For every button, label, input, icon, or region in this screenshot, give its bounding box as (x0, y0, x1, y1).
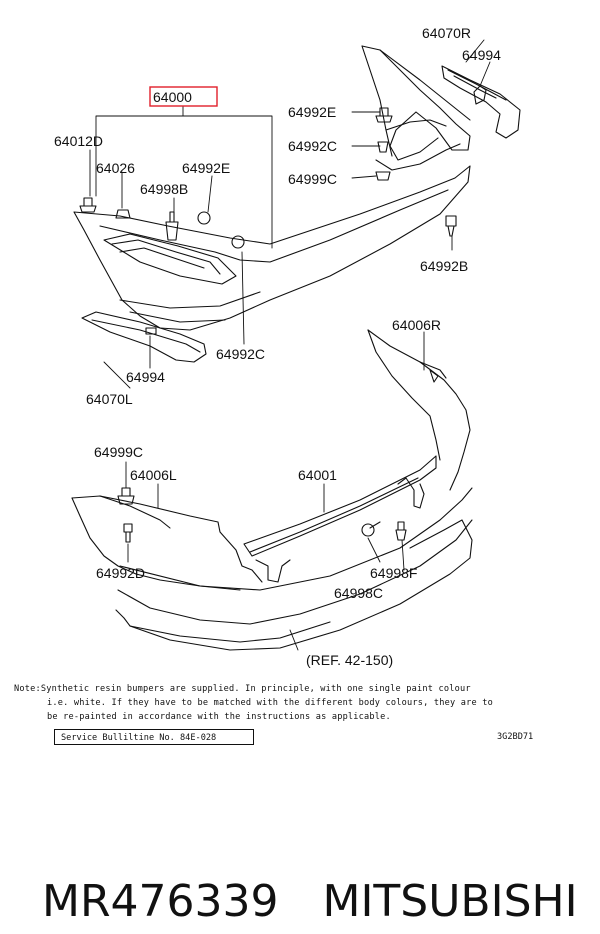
note-line-3: be re-painted in accordance with the ins… (47, 712, 391, 722)
part-number: MR476339 (41, 876, 279, 927)
bumper-assembly-lower (71, 329, 473, 651)
label-64994-left: 64994 (126, 369, 165, 385)
label-64026: 64026 (96, 160, 135, 176)
label-64012D: 64012D (54, 133, 103, 149)
label-ref-42-150: (REF. 42-150) (306, 652, 393, 668)
drawing-code: 3G2BD71 (497, 732, 534, 742)
part-labels: 64070R 64994 64000 64992E 64012D 64992C … (54, 25, 501, 668)
label-64070L: 64070L (86, 391, 133, 407)
highlight-box (149, 86, 218, 107)
fasteners-lower (117, 487, 407, 543)
label-64070R: 64070R (422, 25, 471, 41)
footer-caption: MR476339 MITSUBISHI (14, 806, 594, 927)
service-bulletin-box: Service Bulliltine No. 84E-028 (54, 729, 254, 745)
label-64998C: 64998C (334, 585, 383, 601)
brand-name: MITSUBISHI (322, 876, 578, 927)
note-line-1: Note:Synthetic resin bumpers are supplie… (14, 684, 471, 694)
label-64999C-low: 64999C (94, 444, 143, 460)
fasteners-upper (79, 107, 457, 249)
label-64992E-top: 64992E (288, 104, 336, 120)
note-line-2: i.e. white. If they have to be matched w… (47, 698, 494, 708)
supply-note: Note:Synthetic resin bumpers are supplie… (14, 682, 574, 724)
label-64992B: 64992B (420, 258, 468, 274)
label-64999C-top: 64999C (288, 171, 337, 187)
label-64001: 64001 (298, 467, 337, 483)
label-64998F: 64998F (370, 565, 417, 581)
bumper-assembly-upper (73, 45, 521, 331)
label-64992C-top: 64992C (288, 138, 337, 154)
label-64006L: 64006L (130, 467, 177, 483)
label-64992D: 64992D (96, 565, 145, 581)
label-64006R: 64006R (392, 317, 441, 333)
label-64994-top: 64994 (462, 47, 501, 63)
molding-left (81, 311, 207, 363)
parts-diagram: 64070R 64994 64000 64992E 64012D 64992C … (54, 25, 521, 668)
label-64000[interactable]: 64000 (153, 89, 192, 105)
label-64998B: 64998B (140, 181, 188, 197)
label-64992C-mid: 64992C (216, 346, 265, 362)
label-64992E-mid: 64992E (182, 160, 230, 176)
leader-lines (89, 39, 491, 651)
